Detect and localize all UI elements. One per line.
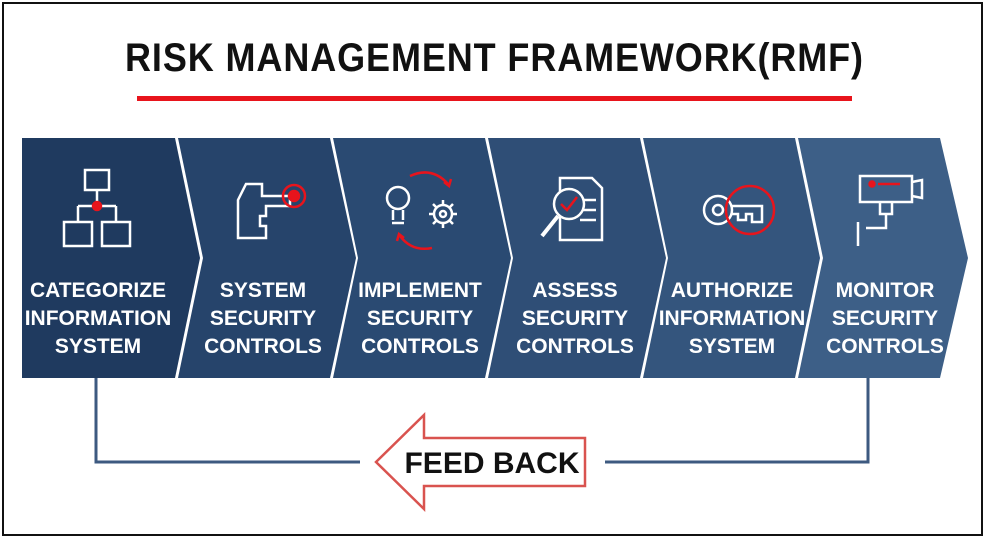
step-label-line: SYSTEM: [689, 335, 775, 358]
step-chevron-4: [488, 138, 666, 378]
feedback-label: FEED BACK: [404, 447, 579, 480]
step-chevron-2: [178, 138, 356, 378]
page-title: RISK MANAGEMENT FRAMEWORK(RMF): [125, 36, 864, 80]
feedback-line-left: [94, 378, 360, 464]
step-label-line: SECURITY: [210, 307, 316, 330]
step-label-line: CONTROLS: [826, 335, 944, 358]
step-label-line: SECURITY: [522, 307, 628, 330]
step-chevron-1: [22, 138, 200, 378]
step-label-line: AUTHORIZE: [671, 279, 794, 302]
step-label-line: SYSTEM: [220, 279, 306, 302]
step-label-line: SECURITY: [832, 307, 938, 330]
key-icon: [702, 184, 776, 236]
step-label-line: IMPLEMENT: [358, 279, 482, 302]
step-label-2: SYSTEM SECURITY CONTROLS: [204, 279, 322, 358]
step-label-line: CONTROLS: [204, 335, 322, 358]
step-label-line: SYSTEM: [55, 335, 141, 358]
feedback-arrow: [374, 412, 587, 512]
step-label-line: CATEGORIZE: [30, 279, 166, 302]
feedback-line-right: [605, 378, 870, 464]
step-label-5: AUTHORIZE INFORMATION SYSTEM: [659, 279, 806, 358]
magnifier-document-icon: [540, 176, 604, 242]
step-label-6: MONITOR SECURITY CONTROLS: [826, 279, 944, 358]
step-chevron-3: [333, 138, 511, 378]
step-label-line: INFORMATION: [25, 307, 172, 330]
step-label-line: INFORMATION: [659, 307, 806, 330]
step-label-line: ASSESS: [532, 279, 617, 302]
title-underline: [137, 96, 852, 101]
step-chevron-5: [643, 138, 820, 378]
lightbulb-gear-cycle-icon: [385, 171, 457, 250]
step-label-line: SECURITY: [367, 307, 473, 330]
security-camera-icon: [856, 174, 924, 246]
step-label-line: MONITOR: [836, 279, 935, 302]
step-label-line: CONTROLS: [361, 335, 479, 358]
step-chevron-6: [798, 138, 968, 378]
hierarchy-icon: [62, 168, 132, 248]
step-label-line: CONTROLS: [516, 335, 634, 358]
hand-pressing-button-icon: [236, 182, 307, 240]
step-label-1: CATEGORIZE INFORMATION SYSTEM: [25, 279, 172, 358]
step-label-3: IMPLEMENT SECURITY CONTROLS: [358, 279, 482, 358]
step-label-4: ASSESS SECURITY CONTROLS: [516, 279, 634, 358]
